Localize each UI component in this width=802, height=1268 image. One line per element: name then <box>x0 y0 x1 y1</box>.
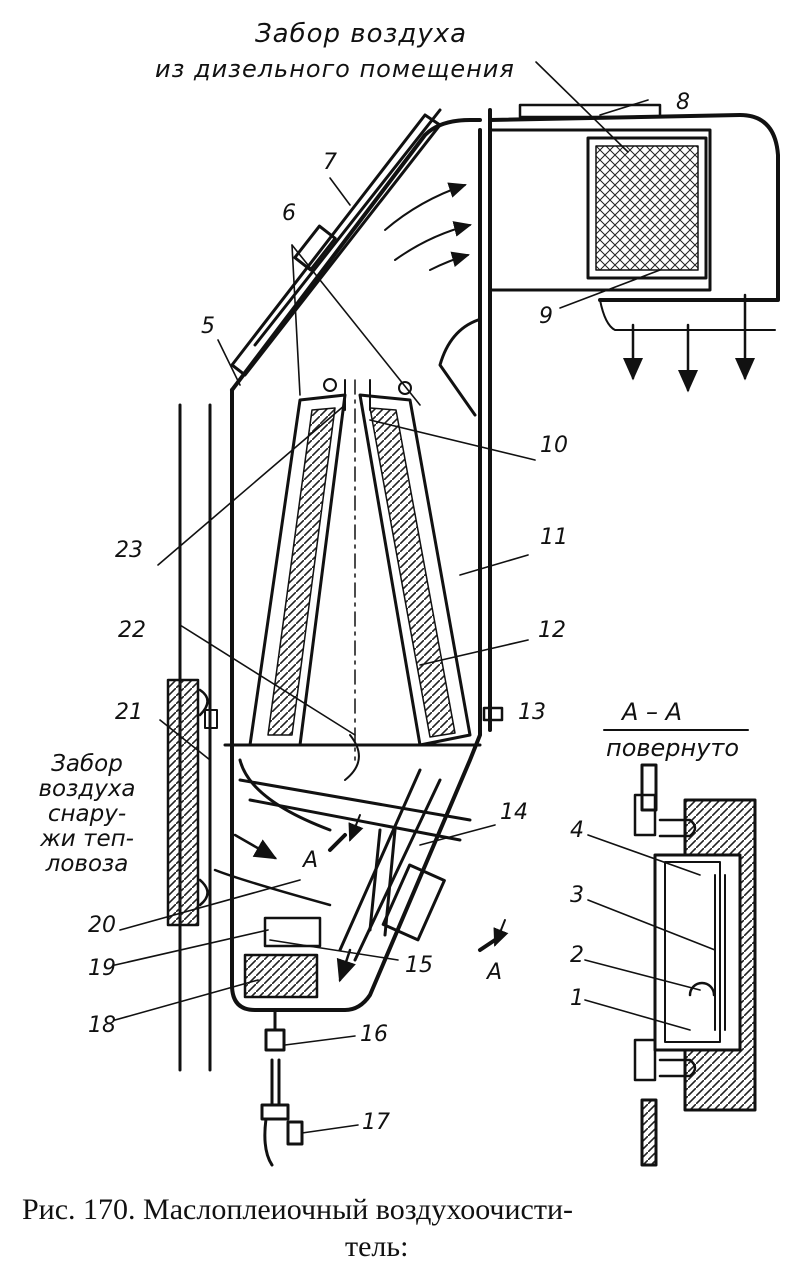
section-view <box>633 763 757 1167</box>
callout-1: 1 <box>570 986 584 1011</box>
callout-2: 2 <box>570 943 584 968</box>
callout-15: 15 <box>405 953 433 978</box>
callout-13: 13 <box>518 700 546 725</box>
side-label-line4: жи теп- <box>40 826 134 852</box>
upper-louver <box>230 108 442 377</box>
caption-line1: Рис. 170. Маслоплеиочный воздухоочисти- <box>22 1193 574 1226</box>
bolt-13 <box>482 706 504 722</box>
oil-bath <box>243 916 322 999</box>
callout-5: 5 <box>201 314 215 339</box>
drain-valve <box>260 1008 304 1167</box>
inflow-arrows <box>384 182 472 271</box>
callout-19: 19 <box>88 956 116 981</box>
outflow-arrows <box>623 293 755 393</box>
callout-22: 22 <box>118 618 146 643</box>
callout-10: 10 <box>540 433 568 458</box>
side-label-line3: снару- <box>47 801 127 827</box>
callout-20: 20 <box>88 913 116 938</box>
top-label-line2: из дизельного помещения <box>155 55 515 83</box>
callout-6: 6 <box>282 201 296 226</box>
callout-16: 16 <box>360 1022 388 1047</box>
callout-23: 23 <box>115 538 143 563</box>
section-marker-left: A <box>303 848 319 873</box>
inner-flow-arrow <box>233 833 278 860</box>
side-intake-panel <box>166 678 332 927</box>
section-subtitle: повернуто <box>606 734 740 762</box>
section-marker-right: A <box>487 960 503 985</box>
bottom-flow-arrow <box>336 948 356 983</box>
side-label: Забор воздуха снару- жи теп- ловоза <box>22 752 152 877</box>
right-duct <box>438 318 480 417</box>
lower-manifold <box>223 734 482 962</box>
callout-4: 4 <box>570 818 584 843</box>
callout-17: 17 <box>362 1110 390 1135</box>
caption-line2: тель: <box>345 1230 409 1263</box>
callout-7: 7 <box>323 150 337 175</box>
callout-8: 8 <box>676 90 690 115</box>
callout-18: 18 <box>88 1013 116 1038</box>
top-intake-filter <box>488 103 776 331</box>
leader-lines <box>114 61 749 1134</box>
side-label-line1: Забор <box>51 751 123 777</box>
top-label-line1: Забор воздуха <box>255 19 468 49</box>
callout-21: 21 <box>115 700 143 725</box>
callout-11: 11 <box>540 525 568 550</box>
section-cut-line <box>328 814 509 952</box>
section-title: А – А <box>622 698 683 726</box>
callout-14: 14 <box>500 800 528 825</box>
side-label-line2: воздуха <box>38 776 136 802</box>
callout-12: 12 <box>538 618 566 643</box>
callout-9: 9 <box>539 304 553 329</box>
callout-3: 3 <box>570 883 584 908</box>
side-label-line5: ловоза <box>45 851 129 877</box>
